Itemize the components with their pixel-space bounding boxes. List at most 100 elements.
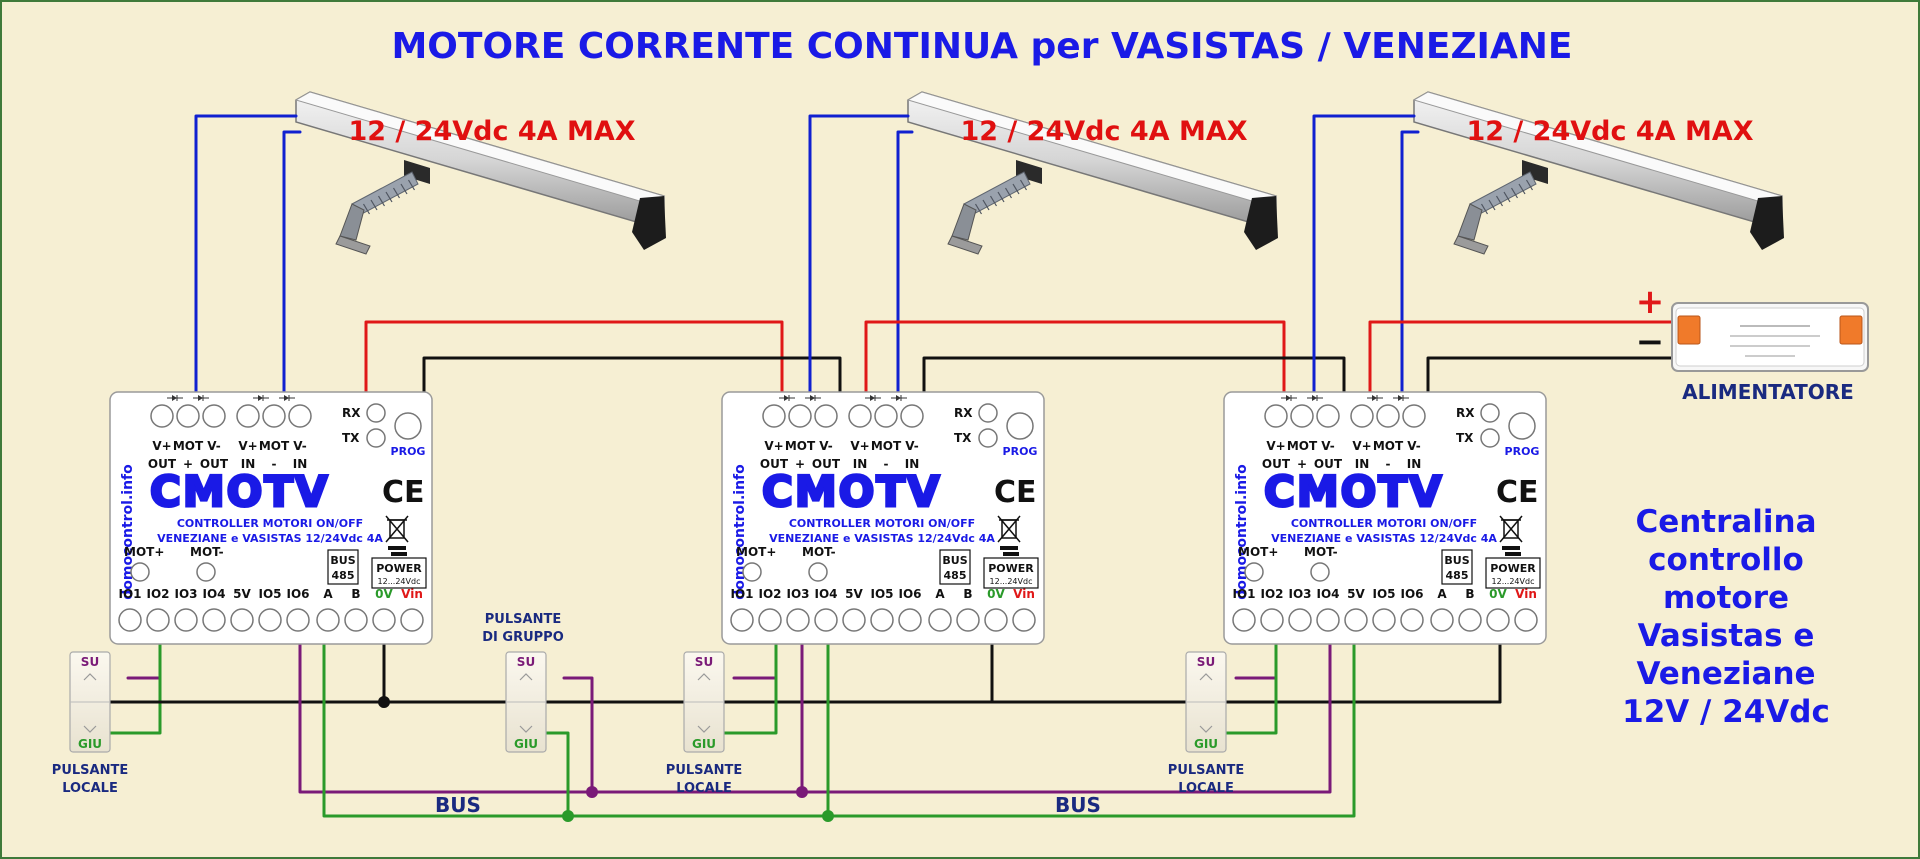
io-terminal-label: IO5 (258, 587, 281, 601)
mot-minus-led (196, 562, 216, 582)
terminal-label: + (1297, 457, 1307, 471)
io-terminal-label: IO2 (1260, 587, 1283, 601)
rx-led (1480, 403, 1500, 423)
wire-junction (822, 810, 834, 822)
prog-button (1006, 412, 1034, 440)
controller-url: domocontrol.info (1234, 464, 1250, 600)
terminal (176, 404, 200, 428)
cmotv-logo-fill: CMOTV (1264, 467, 1443, 516)
mot-minus-label: MOT- (1304, 545, 1338, 559)
rx-led (978, 403, 998, 423)
terminal-label: - (884, 457, 889, 471)
diagram-title: MOTORE CORRENTE CONTINUA per VASISTAS / … (391, 26, 1572, 67)
io-terminal-label: IO5 (1372, 587, 1395, 601)
ce-mark: CE (994, 475, 1037, 510)
wire (896, 130, 914, 394)
button-up-label: SU (81, 655, 99, 669)
rx-label: RX (1456, 406, 1475, 420)
wire (540, 731, 570, 818)
terminal-label: + (183, 457, 193, 471)
local-button-caption-1: PULSANTE (1168, 763, 1244, 778)
terminal (814, 404, 838, 428)
button-up-label: SU (1197, 655, 1215, 669)
tx-led (1480, 428, 1500, 448)
terminal-label: IN (1355, 457, 1370, 471)
chevron-up-icon (697, 673, 711, 681)
wire (1400, 130, 1420, 394)
io-terminal (1514, 608, 1538, 632)
io-terminal (1372, 608, 1396, 632)
chevron-down-icon (697, 725, 711, 733)
controller-subtitle-1: CONTROLLER MOTORI ON/OFF (789, 517, 975, 530)
terminal-label: V+ (152, 439, 171, 453)
power-label: POWER (1490, 562, 1536, 575)
wire (562, 676, 594, 794)
io-terminal-label: IO2 (758, 587, 781, 601)
controller-url: domocontrol.info (732, 464, 748, 600)
wire (298, 622, 1332, 794)
bus-label: BUS (1444, 554, 1469, 567)
io-terminal (1288, 608, 1312, 632)
io-terminal (814, 608, 838, 632)
side-text-line: controllo (1648, 542, 1804, 578)
io-terminal-label: IO2 (146, 587, 169, 601)
wire-junction (562, 810, 574, 822)
cmotv-controller: domocontrol.infoV+OUTMOT+V-OUTV+INMOT-V-… (109, 391, 433, 645)
io-terminal (174, 608, 198, 632)
terminal-label: IN (905, 457, 920, 471)
cmotv-controller: domocontrol.infoV+OUTMOT+V-OUTV+INMOT-V-… (721, 391, 1045, 645)
wire (422, 356, 842, 394)
button-up-label: SU (695, 655, 713, 669)
button-up-label: SU (517, 655, 535, 669)
terminal-label: - (272, 457, 277, 471)
mot-minus-led (808, 562, 828, 582)
rx-label: RX (954, 406, 973, 420)
power-voltage-label: 12...24Vdc (990, 577, 1033, 586)
io-terminal (1344, 608, 1368, 632)
terminal-label: V- (819, 439, 832, 453)
io-terminal (286, 608, 310, 632)
wire-junction (796, 786, 808, 798)
terminal (236, 404, 260, 428)
prog-label: PROG (391, 445, 426, 458)
controller-subtitle-2: VENEZIANE e VASISTAS 12/24Vdc 4A (157, 532, 383, 545)
wire (1368, 320, 1674, 394)
io-terminal-label: A (935, 587, 945, 601)
group-button-caption-1: PULSANTE (485, 612, 561, 627)
terminal-label: OUT (148, 457, 177, 471)
io-terminal (842, 608, 866, 632)
local-button-caption-1: PULSANTE (52, 763, 128, 778)
wire (808, 114, 910, 394)
io-terminal (146, 608, 170, 632)
ce-mark: CE (382, 475, 425, 510)
terminal-label: OUT (1262, 457, 1291, 471)
linear-actuator: 12 / 24Vdc 4A MAX (1412, 91, 1784, 255)
io-terminal (118, 608, 142, 632)
prog-button (394, 412, 422, 440)
terminal-label: V+ (238, 439, 257, 453)
side-text-line: motore (1663, 580, 1789, 616)
chevron-down-icon (83, 725, 97, 733)
io-terminal-label: B (351, 587, 360, 601)
io-terminal-label: IO4 (202, 587, 225, 601)
local-button-caption-1: PULSANTE (666, 763, 742, 778)
controller-url: domocontrol.info (120, 464, 136, 600)
power-label: POWER (376, 562, 422, 575)
wire (1214, 622, 1278, 735)
terminal-label: V- (1321, 439, 1334, 453)
chevron-up-icon (1199, 673, 1213, 681)
prog-button (1508, 412, 1536, 440)
wire-junction (378, 696, 390, 708)
terminal (1350, 404, 1374, 428)
terminal-label: OUT (812, 457, 841, 471)
io-terminal (928, 608, 952, 632)
io-terminal-label: A (323, 587, 333, 601)
tx-led (366, 428, 386, 448)
terminal (262, 404, 286, 428)
side-text-line: Centralina (1635, 504, 1816, 540)
side-text-line: Vasistas e (1638, 618, 1815, 654)
io-terminal (202, 608, 226, 632)
tx-label: TX (342, 431, 360, 445)
